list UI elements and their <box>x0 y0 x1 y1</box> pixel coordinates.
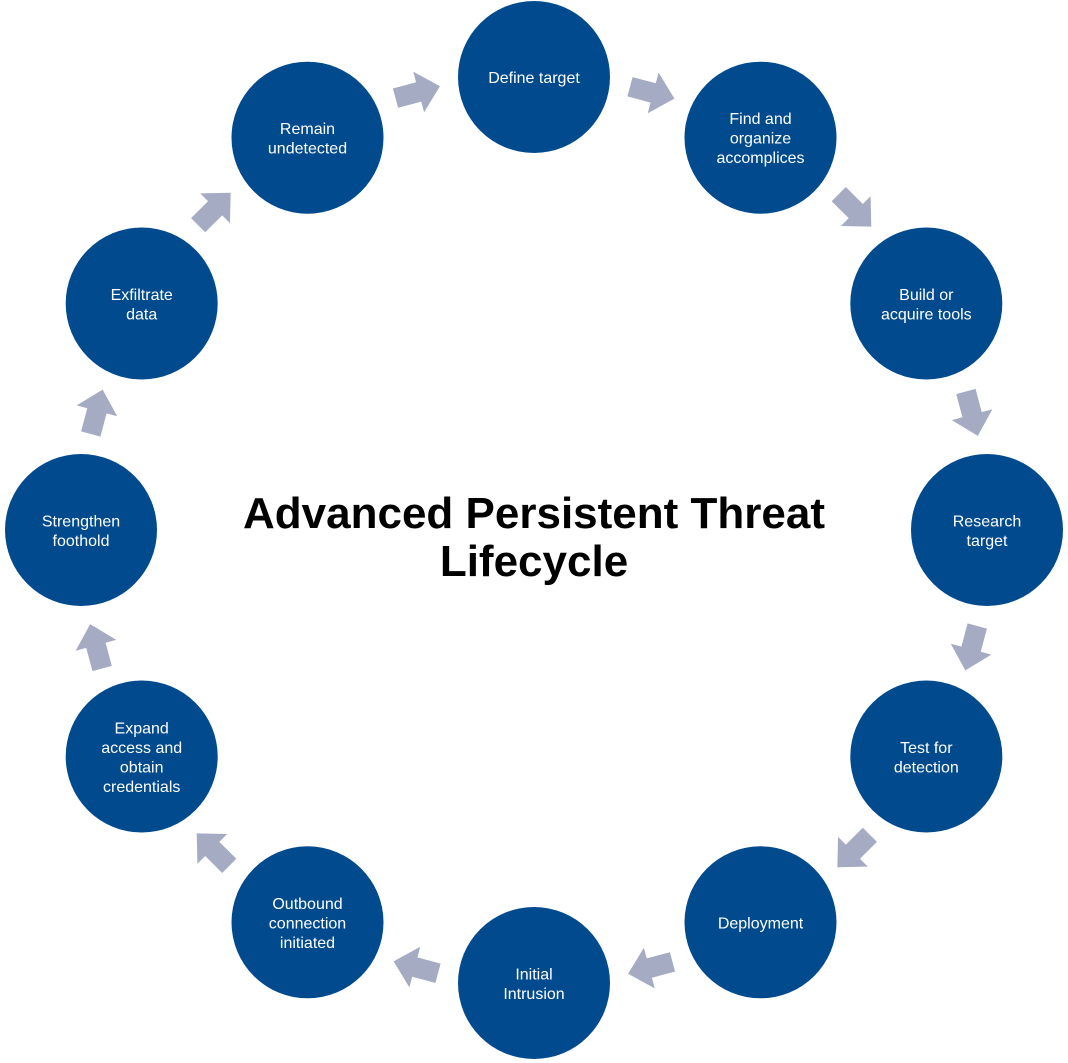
step-circle <box>911 454 1063 606</box>
step-node-exfiltrate-data: Exfiltrate data <box>65 227 218 380</box>
flow-arrow-icon <box>76 389 118 437</box>
step-node-outbound-connection: Outbound connection initiated <box>231 846 384 999</box>
step-node-deployment: Deployment <box>684 846 837 999</box>
step-circle <box>231 846 384 999</box>
step-label-line: connection <box>269 915 346 932</box>
step-circle <box>458 907 610 1059</box>
flow-arrow-icon <box>191 192 231 233</box>
step-node-research-target: Research target <box>911 454 1063 606</box>
step-label-line: Deployment <box>718 915 804 932</box>
step-label: Define target <box>488 70 580 87</box>
step-label-line: Research <box>953 513 1021 530</box>
step-node-test-detection: Test for detection <box>850 680 1003 833</box>
diagram-title-line-2: Lifecycle <box>439 537 629 586</box>
step-label-line: Remain <box>280 121 335 138</box>
step-circle <box>5 454 157 606</box>
step-label-line: accomplices <box>716 150 804 167</box>
step-label: Build or acquire tools <box>881 287 972 324</box>
step-label-line: Find and <box>729 111 791 128</box>
step-label: Test for detection <box>894 740 959 777</box>
step-label-line: foothold <box>53 533 110 550</box>
step-circle <box>65 227 218 380</box>
step-label-line: detection <box>894 759 959 776</box>
step-label-line: undetected <box>268 140 347 157</box>
step-label-line: initiated <box>280 935 335 952</box>
flow-arrow-icon <box>393 946 441 988</box>
step-label-line: organize <box>730 131 791 148</box>
step-label-line: Define target <box>488 70 580 87</box>
step-label-line: Exfiltrate <box>111 287 173 304</box>
flow-arrow-icon <box>75 624 117 672</box>
step-label: Expand access and obtain credentials <box>101 720 182 796</box>
step-circle <box>231 61 384 214</box>
step-label: Find and organize accomplices <box>716 111 804 167</box>
flow-arrow-icon <box>951 388 993 436</box>
step-circle <box>65 680 218 833</box>
flow-arrow-icon <box>831 187 872 227</box>
step-circle <box>850 680 1003 833</box>
step-label-line: Intrusion <box>503 986 564 1003</box>
step-label-line: credentials <box>103 779 180 796</box>
step-node-strengthen-foothold: Strengthen foothold <box>5 454 157 606</box>
step-node-find-accomplices: Find and organize accomplices <box>684 61 837 214</box>
step-label-line: Strengthen <box>42 513 120 530</box>
flow-arrow-icon <box>628 947 676 989</box>
step-circle <box>684 846 837 999</box>
step-label: Outbound connection initiated <box>269 896 346 952</box>
step-circle <box>850 227 1003 380</box>
step-label: Remain undetected <box>268 121 347 158</box>
step-label: Exfiltrate data <box>111 287 173 324</box>
step-label: Research target <box>953 513 1021 550</box>
step-label-line: acquire tools <box>881 306 972 323</box>
flow-arrows <box>75 71 993 989</box>
step-node-remain-undetected: Remain undetected <box>231 61 384 214</box>
step-label-line: data <box>126 306 157 323</box>
step-label: Strengthen foothold <box>42 513 120 550</box>
step-circle <box>458 1 610 153</box>
step-circle <box>684 61 837 214</box>
step-label-line: Build or <box>899 287 954 304</box>
flow-arrow-icon <box>837 827 877 868</box>
step-label-line: obtain <box>120 759 164 776</box>
step-label: Deployment <box>718 915 804 932</box>
step-node-define-target: Define target <box>458 1 610 153</box>
flow-arrow-icon <box>950 623 992 671</box>
diagram-title: Advanced Persistent Threat Lifecycle <box>184 490 884 586</box>
step-node-build-tools: Build or acquire tools <box>850 227 1003 380</box>
flow-arrow-icon <box>627 72 675 114</box>
step-label-line: Test for <box>900 740 953 757</box>
flow-arrow-icon <box>392 71 440 113</box>
flow-arrow-icon <box>196 833 237 873</box>
step-label-line: Initial <box>515 966 552 983</box>
step-label-line: access and <box>101 740 182 757</box>
step-label-line: Expand <box>115 720 169 737</box>
step-label-line: Outbound <box>272 896 342 913</box>
diagram-title-line-1: Advanced Persistent Threat <box>243 489 825 538</box>
step-node-expand-access: Expand access and obtain credentials <box>65 680 218 833</box>
step-label-line: target <box>967 533 1008 550</box>
